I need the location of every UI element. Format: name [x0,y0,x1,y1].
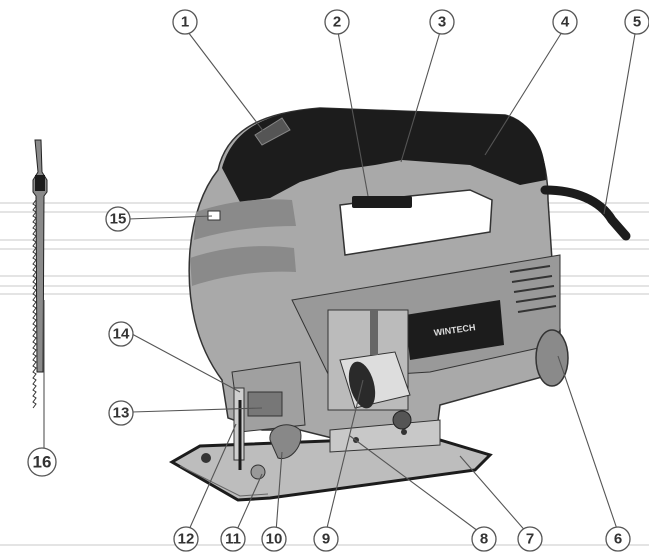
svg-text:5: 5 [633,14,641,31]
svg-text:10: 10 [266,531,283,548]
callout-2: 2 [324,9,350,35]
callout-9: 9 [313,526,339,552]
callout-8: 8 [471,526,497,552]
callout-4: 4 [552,9,578,35]
svg-text:13: 13 [113,405,130,422]
rear-speed-dial [535,329,569,387]
callout-5: 5 [624,9,649,35]
svg-text:8: 8 [480,531,488,548]
svg-text:7: 7 [526,531,534,548]
callout-15: 15 [105,206,131,232]
spare-saw-blade [32,139,48,409]
callout-6: 6 [605,526,631,552]
callout-7: 7 [517,526,543,552]
callout-14: 14 [108,321,134,347]
callout-1: 1 [172,9,198,35]
svg-text:12: 12 [178,531,195,548]
leader-lines [43,27,637,535]
callout-11: 11 [220,526,246,552]
top-cover [222,108,546,202]
svg-text:15: 15 [110,211,127,228]
power-cord [540,185,631,241]
callout-labels: 1 2 3 4 5 6 7 8 9 10 11 [27,9,649,552]
svg-text:1: 1 [181,14,189,31]
callout-3: 3 [429,9,455,35]
svg-text:4: 4 [561,14,570,31]
callout-12: 12 [173,526,199,552]
callout-13: 13 [108,400,134,426]
svg-text:9: 9 [322,531,330,548]
jigsaw-body: WINTECH [168,107,631,502]
svg-text:3: 3 [438,14,446,31]
callout-16: 16 [27,447,57,477]
svg-text:11: 11 [225,531,241,548]
svg-text:6: 6 [614,531,622,548]
svg-text:2: 2 [333,14,341,31]
callout-10: 10 [261,526,287,552]
svg-text:14: 14 [113,326,130,343]
svg-text:16: 16 [33,453,52,472]
